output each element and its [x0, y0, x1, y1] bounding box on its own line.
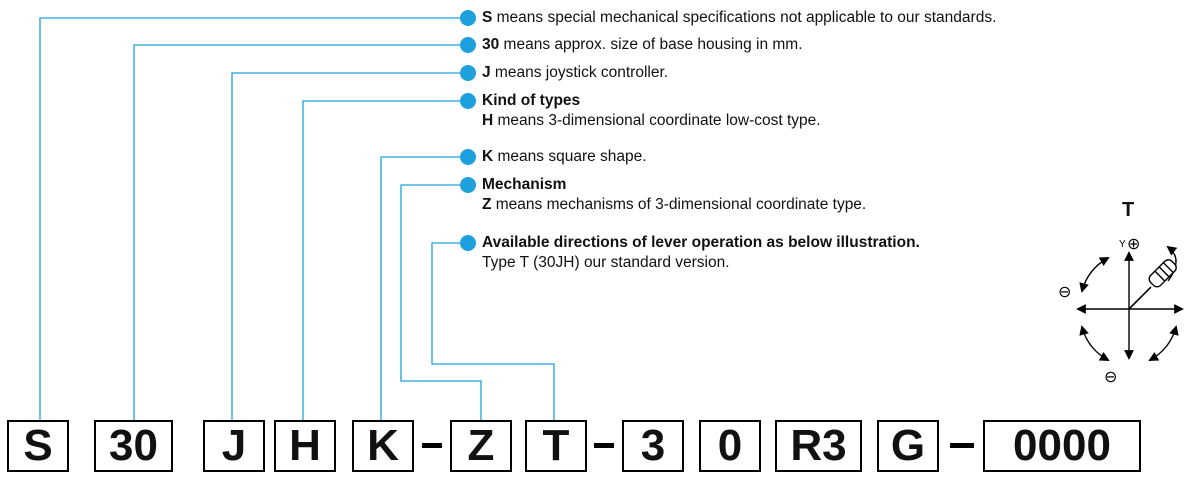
code-box-r3: R3 [775, 420, 862, 472]
code-box-3: 3 [622, 420, 684, 472]
note-h: Kind of types H means 3-dimensional coor… [482, 91, 821, 131]
leader-line-j [231, 72, 462, 420]
code-box-k: K [352, 420, 414, 472]
separator-dash [594, 443, 614, 448]
bullet-h [460, 93, 476, 109]
code-box-g: G [877, 420, 939, 472]
plus-symbol-icon: ⊕ [1127, 234, 1140, 253]
minus-symbol-bottom-icon: ⊖ [1104, 367, 1117, 385]
note-text: Type T (30JH) our standard version. [482, 254, 730, 271]
minus-symbol-left-icon: ⊖ [1058, 282, 1071, 301]
note-title: Mechanism [482, 176, 567, 193]
lever-direction-illustration: Y ⊕ ⊖ ⊖ [1058, 234, 1184, 385]
code-box-h: H [274, 420, 336, 472]
bullet-j [460, 65, 476, 81]
leader-line-t [431, 242, 555, 420]
bullet-z [460, 177, 476, 193]
code-box-0000: 0000 [983, 420, 1141, 472]
note-text: means 3-dimensional coordinate low-cost … [493, 112, 821, 129]
note-key: S [482, 9, 493, 26]
code-box-t: T [525, 420, 587, 472]
note-text: means approx. size of base housing in mm… [499, 36, 803, 53]
leader-line-h [302, 100, 462, 420]
note-key: 30 [482, 36, 500, 53]
code-box-s: S [7, 420, 69, 472]
note-z: Mechanism Z means mechanisms of 3-dimens… [482, 175, 866, 215]
y-axis-label: Y [1119, 239, 1126, 250]
note-key: H [482, 112, 494, 129]
code-box-j: J [203, 420, 265, 472]
bullet-t [460, 235, 476, 251]
code-box-0: 0 [699, 420, 761, 472]
note-j: J means joystick controller. [482, 63, 668, 83]
code-box-30: 30 [94, 420, 173, 472]
leader-line-k [380, 156, 462, 420]
code-box-z: Z [450, 420, 512, 472]
note-key: J [482, 64, 491, 81]
leader-line-z [400, 184, 482, 420]
note-s: S means special mechanical specification… [482, 8, 996, 28]
note-title: Available directions of lever operation … [482, 234, 920, 251]
leader-line-30 [133, 44, 462, 420]
separator-dash [950, 443, 974, 448]
note-text: means square shape. [493, 148, 647, 165]
note-key: Z [482, 196, 492, 213]
note-text: means joystick controller. [490, 64, 669, 81]
note-text: means special mechanical specifications … [492, 9, 997, 26]
bullet-s [460, 10, 476, 26]
note-30: 30 means approx. size of base housing in… [482, 35, 803, 55]
bullet-30 [460, 37, 476, 53]
leader-line-s [39, 17, 462, 420]
separator-dash [422, 443, 442, 448]
bullet-k [460, 149, 476, 165]
illustration-title: T [1122, 199, 1135, 221]
note-k: K means square shape. [482, 147, 647, 167]
note-text: means mechanisms of 3-dimensional coordi… [491, 196, 867, 213]
note-title: Kind of types [482, 92, 581, 109]
note-t: Available directions of lever operation … [482, 233, 920, 273]
note-key: K [482, 148, 494, 165]
